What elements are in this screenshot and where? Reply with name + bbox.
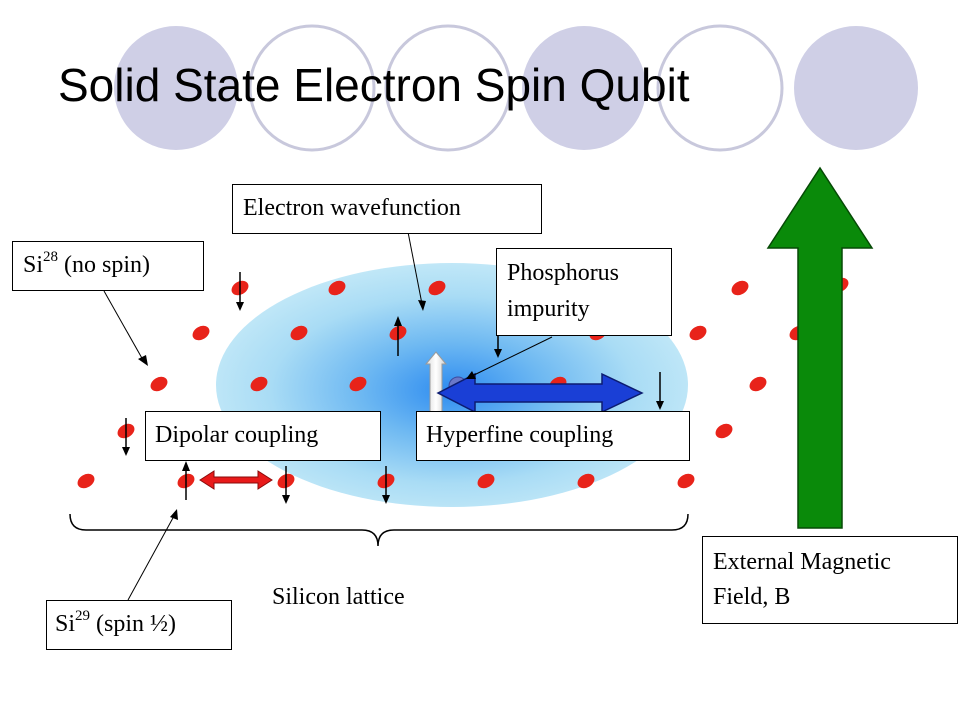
header-circle [656,24,784,152]
callout-line-si28 [103,290,144,361]
silicon-atom [290,325,308,341]
callout-lines [103,231,553,601]
dipolar-coupling-label: Dipolar coupling [145,411,381,461]
hyperfine-coupling-label: Hyperfine coupling [416,411,690,461]
phosphorus-line-1: Phosphorus [507,260,620,286]
si29-element-text: Si [55,611,76,637]
silicon-atom [192,325,210,341]
header-circle [522,26,646,150]
dipolar-coupling-text: Dipolar coupling [155,422,319,448]
silicon-atom [349,376,367,392]
silicon-atom [715,423,733,439]
si28-element-text: Si [23,252,44,278]
field-line-2: Field, B [713,583,791,610]
header-circle [384,24,512,152]
silicon-atom [250,376,268,392]
spin-up-arrow [182,461,190,500]
si29-label: Si29 (spin ½) [46,600,232,650]
hyperfine-coupling-text: Hyperfine coupling [426,422,614,448]
silicon-atom [77,473,95,489]
header-circles [114,24,918,152]
si28-description-text: (no spin) [58,252,151,278]
header-circle [794,26,918,150]
spin-down-arrow [122,418,130,456]
dipolar-coupling-arrow [199,470,273,490]
silicon-atom [749,376,767,392]
silicon-atom [577,473,595,489]
si28-isotope-number: 28 [43,249,59,265]
callout-line-si29 [127,515,175,601]
spin-down-arrow [282,466,290,504]
spin-up-arrow [394,316,402,356]
external-magnetic-field-label: External Magnetic Field, B [702,536,958,624]
silicon-atom [677,473,695,489]
hyperfine-coupling-arrow [436,372,644,414]
electron-wavefunction-label: Electron wavefunction [232,184,542,234]
silicon-atom [428,280,446,296]
header-circle [114,26,238,150]
spin-down-arrow [382,466,390,504]
silicon-atom [328,280,346,296]
silicon-atom [150,376,168,392]
si29-description-text: (spin ½) [90,611,177,637]
electron-spin-arrow [424,351,448,413]
phosphorus-line-2: impurity [507,296,590,322]
field-line-1: External Magnetic [713,549,891,575]
phosphorus-impurity-label: Phosphorus impurity [496,248,672,336]
silicon-lattice-label: Silicon lattice [272,584,405,610]
si28-label: Si28 (no spin) [12,241,204,291]
magnetic-field-arrow [766,166,874,529]
callout-line-phosphorus [471,336,553,377]
si29-isotope-number: 29 [75,608,91,624]
silicon-atom [477,473,495,489]
callout-line-wavefunction [407,231,423,305]
spin-down-arrow [656,372,664,410]
spin-down-arrow [236,272,244,311]
silicon-atom [689,325,707,341]
silicon-atom [731,280,749,296]
silicon-lattice-brace [69,513,689,547]
header-circle [248,24,376,152]
electron-wavefunction-text: Electron wavefunction [243,195,461,221]
slide-title: Solid State Electron Spin Qubit [58,59,690,111]
spin-arrows [122,272,664,504]
